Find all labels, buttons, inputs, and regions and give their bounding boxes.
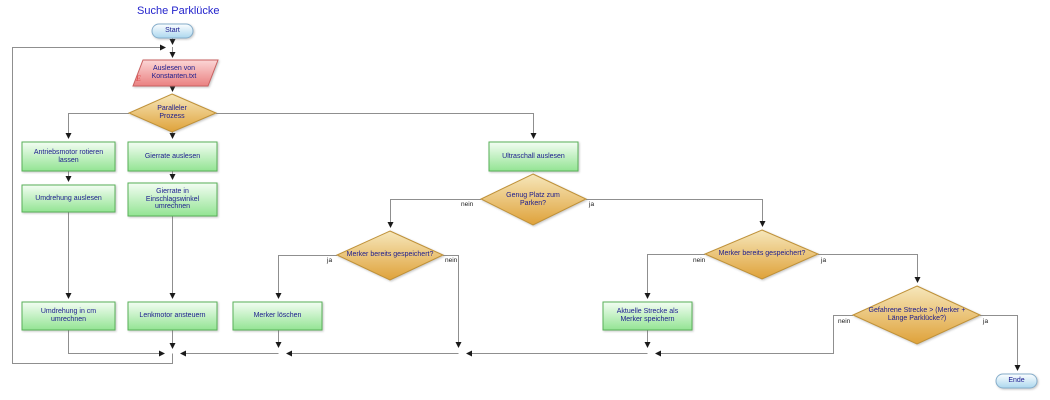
read-ultrasonic-shape[interactable] <box>488 141 579 172</box>
node-drive-motor[interactable]: Antriebsmotor rotieren lassen <box>33 148 104 164</box>
edge-label-marker-left-no: nein <box>445 257 458 264</box>
edge-label-marker-right-no: nein <box>693 257 706 264</box>
save-marker-shape[interactable] <box>602 301 693 331</box>
distance-check-shape[interactable] <box>851 285 982 345</box>
edge-parallel-ultrasonic <box>216 113 537 139</box>
edge-label-marker-right-yes: ja <box>821 257 827 264</box>
drive-motor-shape[interactable] <box>21 141 116 172</box>
read-constants-type-marker: E <box>136 74 141 83</box>
read-yaw-shape[interactable] <box>127 141 218 172</box>
node-marker-stored-right[interactable]: Merker bereits gespeichert? <box>718 250 806 258</box>
edge-label-distance-no: nein <box>838 318 851 325</box>
edge-label-distance-yes: ja <box>983 318 989 325</box>
read-revolution-shape[interactable] <box>21 184 116 213</box>
node-read-ultrasonic[interactable]: Ultraschall auslesen <box>502 152 565 160</box>
steer-motor-shape[interactable] <box>127 301 218 331</box>
edge-markerleft-no <box>443 255 462 348</box>
delete-marker-shape[interactable] <box>232 301 323 331</box>
edge-revtocm-bus <box>68 330 165 357</box>
revolution-to-cm-shape[interactable] <box>21 301 116 331</box>
edge-loop-feedback <box>12 44 173 364</box>
start-terminal-shape[interactable] <box>151 23 194 39</box>
node-start[interactable]: Start <box>165 27 180 35</box>
node-save-marker[interactable]: Aktuelle Strecke als Merker speichern <box>616 308 679 323</box>
edge-markerleft-yes <box>275 255 337 299</box>
node-parallel-process[interactable]: Paralleler Prozess <box>157 105 187 120</box>
yaw-to-angle-shape[interactable] <box>127 182 218 217</box>
edge-distance-yes <box>980 315 1021 371</box>
edge-parallel-drivemotor <box>65 113 129 139</box>
node-yaw-to-angle[interactable]: Gierrate in Einschlagswinkel umrechnen <box>145 187 200 211</box>
node-marker-stored-left[interactable]: Merker bereits gespeichert? <box>346 251 434 259</box>
enough-space-shape[interactable] <box>479 173 588 226</box>
node-read-yaw[interactable]: Gierrate auslesen <box>144 152 201 160</box>
edge-markerright-yes <box>818 254 921 283</box>
node-delete-marker[interactable]: Merker löschen <box>253 312 302 320</box>
edge-label-enough-space-no: nein <box>461 201 474 208</box>
node-distance-check[interactable]: Gefahrene Strecke > (Merker + Länge Park… <box>868 307 966 322</box>
marker-stored-right-shape[interactable] <box>703 229 820 280</box>
edge-enoughspace-yes <box>586 199 766 227</box>
node-revolution-to-cm[interactable]: Umdrehung in cm umrechnen <box>40 308 97 323</box>
node-enough-space[interactable]: Genug Platz zum Parken? <box>506 191 560 207</box>
edge-label-marker-left-yes: ja <box>327 257 333 264</box>
node-read-revolution[interactable]: Umdrehung auslesen <box>35 194 102 202</box>
node-read-constants[interactable]: Auslesen von Konstanten.txt <box>151 65 197 80</box>
edge-markerright-no <box>644 254 705 299</box>
node-end[interactable]: Ende <box>1008 377 1025 385</box>
node-steer-motor[interactable]: Lenkmotor ansteuern <box>139 312 206 320</box>
edge-enoughspace-no <box>387 199 481 228</box>
parallel-process-shape[interactable] <box>127 93 218 133</box>
end-terminal-shape[interactable] <box>995 373 1038 389</box>
read-constants-shape[interactable] <box>132 59 219 87</box>
edge-label-enough-space-yes: ja <box>589 201 595 208</box>
page-title: Suche Parklücke <box>137 5 220 17</box>
edge-distance-no <box>655 315 853 357</box>
marker-stored-left-shape[interactable] <box>335 230 445 281</box>
